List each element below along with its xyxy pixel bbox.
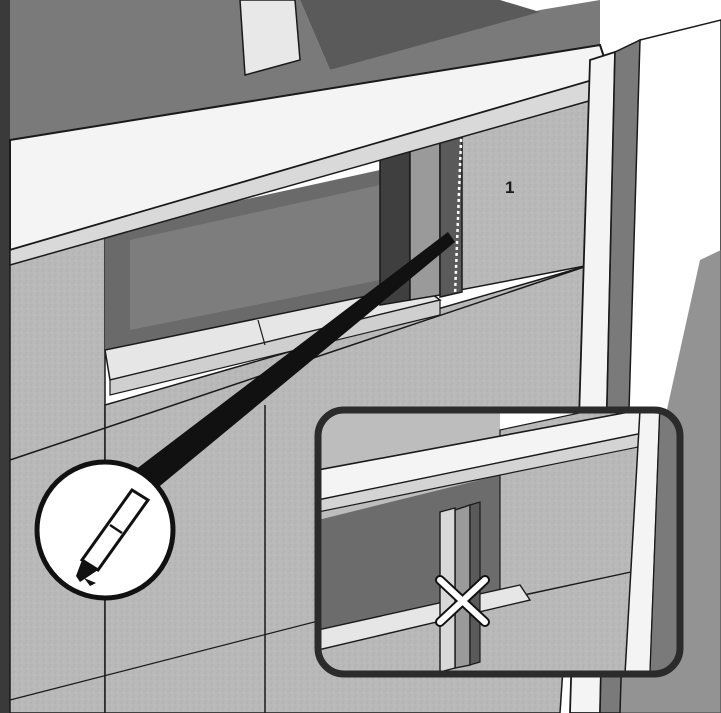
jamb-side bbox=[440, 122, 462, 297]
step-number: 1 bbox=[505, 178, 514, 197]
inset-detail bbox=[318, 400, 680, 674]
utility-knife-callout bbox=[37, 462, 173, 598]
edge-strip bbox=[0, 0, 10, 713]
